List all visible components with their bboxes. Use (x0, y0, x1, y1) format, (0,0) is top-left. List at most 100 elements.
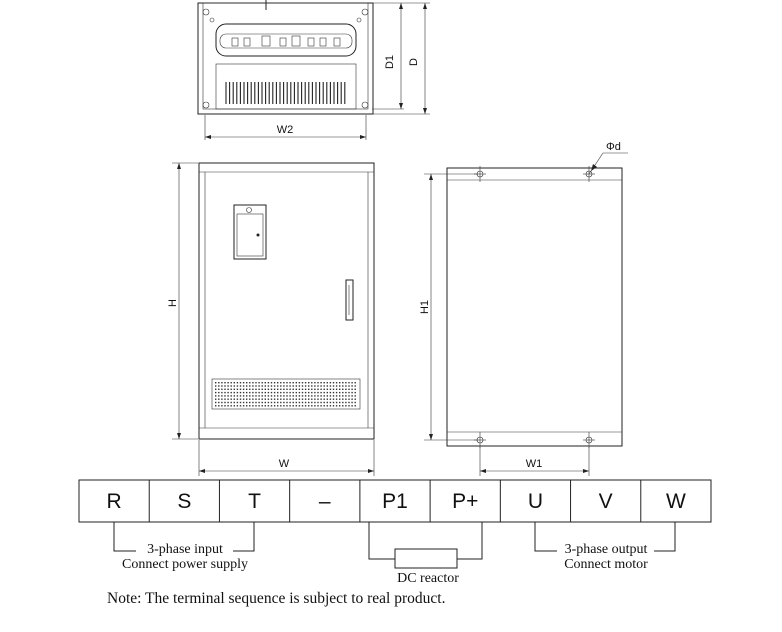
vent-dot (267, 398, 270, 400)
vent-dot (295, 382, 297, 384)
vent-dot (242, 401, 245, 404)
vent-dot (342, 401, 344, 404)
vent-dot (326, 398, 328, 400)
vent-dot (354, 395, 356, 397)
vent-dot (218, 405, 220, 407)
vent-dot (224, 382, 226, 384)
vent-dot (236, 385, 239, 387)
front-vent-grille (211, 378, 361, 410)
output-bracket: 3-phase output Connect motor (534, 522, 676, 572)
vent-dot (227, 405, 229, 407)
vent-dot (345, 398, 347, 400)
vent-dot (351, 382, 353, 384)
keypad-window (233, 204, 267, 260)
vent-dot (311, 398, 313, 400)
vent-dot (221, 405, 223, 407)
vent-dot (233, 388, 235, 390)
vent-dot (323, 405, 325, 407)
vent-dot (236, 382, 239, 384)
vent-dot (295, 401, 297, 404)
vent-dot (311, 391, 313, 394)
vent-dot (252, 391, 254, 394)
vent-dot (270, 382, 273, 384)
vent-dot (298, 382, 301, 384)
vent-dot (335, 398, 338, 400)
vent-dot (255, 382, 257, 384)
vent-dot (329, 405, 332, 407)
vent-dot (317, 382, 319, 384)
terminal-label: P+ (452, 490, 478, 513)
vent-dot (267, 385, 270, 387)
vent-dot (224, 398, 226, 400)
vent-dot (311, 385, 313, 387)
vent-dot (329, 391, 332, 394)
vent-dot (286, 401, 288, 404)
vent-dot (261, 382, 263, 384)
vent-dot (292, 401, 294, 404)
vent-dot (277, 395, 279, 397)
vent-dot (298, 388, 301, 390)
vent-dot (304, 405, 307, 407)
vent-dot (351, 405, 353, 407)
vent-dot (289, 395, 291, 397)
vent-dot (267, 401, 270, 404)
vent-dot (339, 385, 341, 387)
door-handle-icon (345, 279, 354, 321)
vent-dot (298, 401, 301, 404)
vent-dot (289, 398, 291, 400)
vent-dot (286, 395, 288, 397)
vent-dot (249, 401, 251, 404)
vent-dot (224, 391, 226, 394)
vent-dot (286, 405, 288, 407)
vent-dot (314, 398, 316, 400)
vent-dot (224, 388, 226, 390)
vent-dot (258, 382, 260, 384)
vent-dot (283, 382, 285, 384)
vent-dot (329, 395, 332, 397)
vent-dot (332, 401, 335, 404)
vent-dot (354, 405, 356, 407)
vent-dot (283, 391, 285, 394)
vent-dot (277, 405, 279, 407)
vent-dot (308, 391, 310, 394)
vent-dot (304, 382, 307, 384)
vent-dot (348, 382, 350, 384)
vent-dot (304, 388, 307, 390)
vent-dot (339, 395, 341, 397)
vent-dot (329, 385, 332, 387)
vent-dot (221, 395, 223, 397)
vent-dot (342, 385, 344, 387)
vent-dot (292, 385, 294, 387)
vent-dot (332, 385, 335, 387)
vent-dot (301, 398, 304, 400)
vent-dot (323, 388, 325, 390)
vent-dot (320, 398, 322, 400)
vent-dot (320, 385, 322, 387)
vent-dot (289, 401, 291, 404)
vent-dot (227, 398, 229, 400)
w1-label: W1 (526, 458, 543, 470)
top-view-outline (197, 2, 374, 115)
vent-dot (246, 395, 248, 397)
vent-dot (277, 401, 279, 404)
vent-dot (348, 398, 350, 400)
vent-dot (270, 405, 273, 407)
vent-dot (261, 401, 263, 404)
vent-dot (339, 388, 341, 390)
vent-dot (339, 405, 341, 407)
vent-dot (249, 385, 251, 387)
vent-dot (255, 405, 257, 407)
vent-dot (326, 391, 328, 394)
vent-dot (320, 391, 322, 394)
vent-dot (301, 385, 304, 387)
vent-dot (298, 405, 301, 407)
front-view: H W (167, 162, 375, 476)
vent-dot (252, 401, 254, 404)
vent-dot (218, 382, 220, 384)
vent-dot (230, 388, 232, 390)
top-view: W2 D1 D (197, 0, 430, 140)
input-label: 3-phase input (147, 542, 223, 557)
vent-dot (224, 385, 226, 387)
vent-dot (280, 391, 282, 394)
